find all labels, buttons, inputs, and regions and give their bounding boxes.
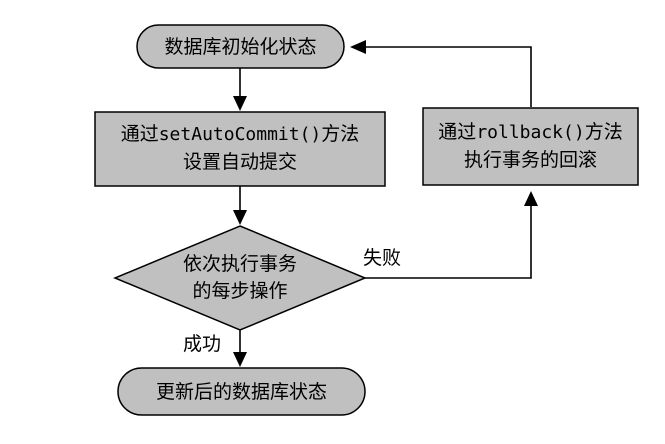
start-terminator [136,24,345,69]
end-terminator [117,367,366,416]
execute-line1: 依次执行事务 [183,253,297,275]
arrowhead [524,191,538,206]
rollback-line1-code: rollback() [476,122,584,143]
setautocommit-line1-code: setAutoCommit() [159,124,322,145]
rollback-box [422,107,639,186]
setautocommit-line1-suffix: 方法 [321,123,359,145]
setautocommit-line2: 设置自动提交 [183,151,297,173]
execute-diamond [113,225,367,331]
arrowhead [233,210,247,225]
rollback-line1-prefix: 通过 [438,121,476,143]
arrowhead [350,40,366,54]
node-start: 数据库初始化状态 [136,24,345,69]
node-execute: 依次执行事务 的每步操作 [113,225,367,331]
edge-execute-to-rollback [365,206,532,279]
edge-rollback-to-start [366,46,532,107]
rollback-line1-suffix: 方法 [585,121,623,143]
rollback-line2: 执行事务的回滚 [464,149,597,171]
setautocommit-box [94,111,386,187]
arrowhead [233,352,247,367]
execute-line2: 的每步操作 [192,280,287,302]
rollback-line1: 通过rollback()方法 [438,121,622,143]
success-edge-label: 成功 [183,333,221,355]
setautocommit-line1-prefix: 通过 [121,123,159,145]
node-end: 更新后的数据库状态 [117,367,366,416]
end-label: 更新后的数据库状态 [156,381,327,403]
node-set-autocommit: 通过setAutoCommit()方法 设置自动提交 [94,111,386,187]
node-rollback: 通过rollback()方法 执行事务的回滚 [422,107,639,186]
start-label: 数据库初始化状态 [164,36,316,58]
fail-edge-label: 失败 [363,247,401,269]
setautocommit-line1: 通过setAutoCommit()方法 [121,123,360,145]
arrowhead [233,96,247,111]
